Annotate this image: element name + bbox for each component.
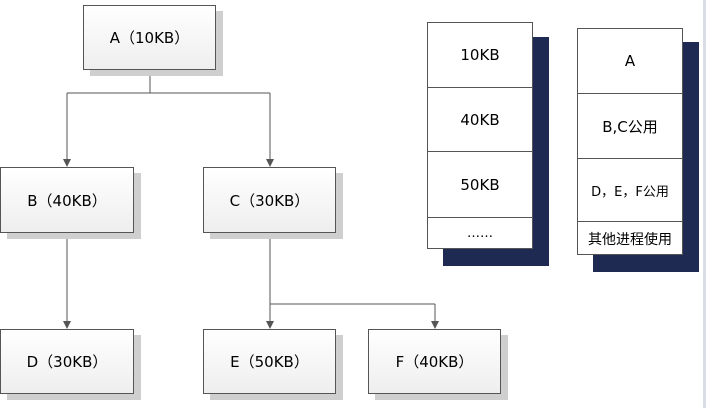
owner-stack: A B,C公用 D，E，F公用 其他进程使用 — [577, 28, 683, 255]
size-cell-1: 10KB — [428, 23, 532, 88]
node-e: E（50KB） — [203, 329, 336, 394]
node-c: C（30KB） — [203, 167, 336, 233]
node-d: D（30KB） — [0, 329, 134, 394]
owner-cell-other: 其他进程使用 — [588, 231, 672, 248]
node-a: A（10KB） — [83, 5, 216, 70]
node-b: B（40KB） — [0, 167, 134, 233]
right-edge-strip — [703, 0, 706, 408]
size-cell-more: …… — [467, 226, 493, 241]
node-f: F（40KB） — [368, 329, 501, 394]
size-cell-3: 50KB — [428, 152, 532, 218]
size-cell-2: 40KB — [428, 88, 532, 152]
owner-cell-def: D，E，F公用 — [578, 159, 682, 222]
owner-cell-a: A — [578, 29, 682, 94]
owner-cell-bc: B,C公用 — [578, 94, 682, 159]
size-stack: 10KB 40KB 50KB …… — [427, 22, 533, 249]
